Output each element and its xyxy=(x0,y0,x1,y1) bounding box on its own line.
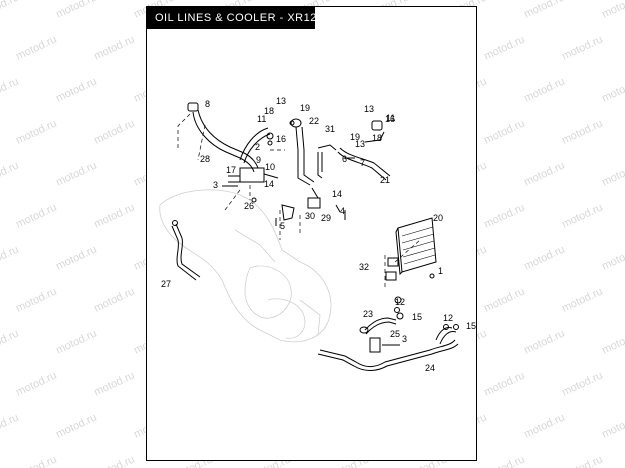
leader-lines xyxy=(177,113,421,290)
callout-28: 28 xyxy=(200,154,210,164)
callout-21: 21 xyxy=(380,175,390,185)
callout-13: 13 xyxy=(364,104,374,114)
callout-19: 19 xyxy=(300,103,310,113)
callout-26: 26 xyxy=(244,201,254,211)
callout-16: 16 xyxy=(385,114,395,124)
callout-19: 19 xyxy=(350,132,360,142)
callout-29: 29 xyxy=(321,213,331,223)
callout-1: 1 xyxy=(438,266,443,276)
callout-31: 31 xyxy=(325,124,335,134)
callout-25: 25 xyxy=(390,329,400,339)
callout-30: 30 xyxy=(305,211,315,221)
callout-16: 16 xyxy=(276,134,286,144)
callout-14: 14 xyxy=(264,179,274,189)
callout-6: 6 xyxy=(342,154,347,164)
callout-11: 11 xyxy=(257,114,266,124)
upper-middle-oil-hose xyxy=(290,118,321,209)
callout-15: 15 xyxy=(466,321,476,331)
lower-oil-lines xyxy=(317,296,459,371)
callout-12: 12 xyxy=(443,313,453,323)
callout-20: 20 xyxy=(433,213,443,223)
callout-14: 14 xyxy=(332,189,342,199)
callout-10: 10 xyxy=(265,162,275,172)
callout-3: 3 xyxy=(213,180,218,190)
callout-32: 32 xyxy=(359,262,369,272)
callout-4: 4 xyxy=(340,206,345,216)
callout-17: 17 xyxy=(226,165,236,175)
upper-right-oil-hose xyxy=(317,120,391,181)
callout-13: 13 xyxy=(276,96,286,106)
callout-12: 12 xyxy=(395,297,405,307)
callout-13: 13 xyxy=(355,139,365,149)
callout-11: 11 xyxy=(386,113,395,123)
callout-3: 3 xyxy=(402,334,407,344)
callout-5: 5 xyxy=(280,221,285,231)
oil-cooler xyxy=(385,217,437,281)
diagram-title: OIL LINES & COOLER - XR1200X xyxy=(147,7,337,29)
callout-18: 18 xyxy=(372,133,382,143)
callout-24: 24 xyxy=(425,363,435,373)
callout-18: 18 xyxy=(264,106,274,116)
callout-23: 23 xyxy=(363,309,373,319)
callout-15: 15 xyxy=(412,312,422,322)
callout-9: 9 xyxy=(256,155,261,165)
callout-8: 8 xyxy=(205,99,210,109)
left-oil-line xyxy=(171,220,201,281)
callout-2: 2 xyxy=(255,142,260,152)
engine-outline xyxy=(159,189,332,343)
callout-7: 7 xyxy=(360,158,365,168)
diagram-frame: OIL LINES & COOLER - XR1200X xyxy=(146,6,477,461)
callout-27: 27 xyxy=(161,279,171,289)
callout-22: 22 xyxy=(309,116,319,126)
small-fittings xyxy=(222,120,435,279)
